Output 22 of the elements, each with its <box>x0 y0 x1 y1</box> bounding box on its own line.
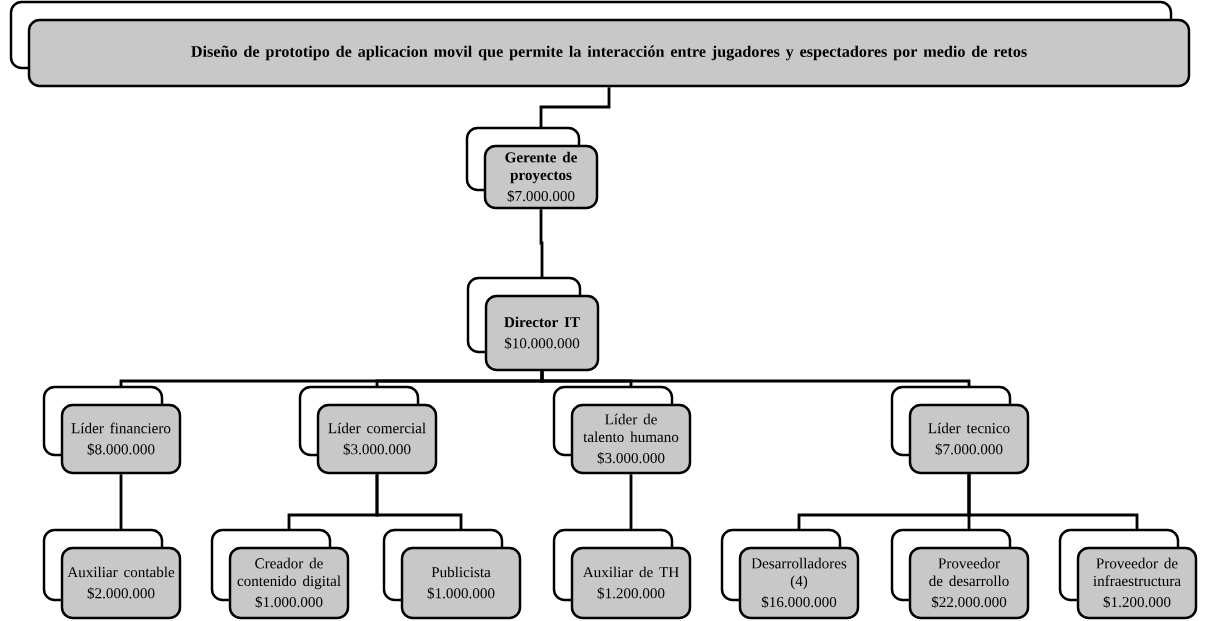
org-box: Desarrolladores (4) $16.000.000 <box>720 528 860 620</box>
connector-line <box>967 474 1139 530</box>
org-box: Líder tecnico $7.000.000 <box>890 385 1030 475</box>
org-box: Publicista $1.000.000 <box>382 528 522 620</box>
org-box: Auxiliar de TH $1.200.000 <box>552 528 692 620</box>
org-box: Líder comercial $3.000.000 <box>298 385 438 475</box>
org-box: Proveedor de desarrollo $22.000.000 <box>890 528 1030 620</box>
org-box: Proveedor de infraestructura $1.200.000 <box>1058 528 1198 620</box>
title-box: Diseño de prototipo de aplicacion movil que permite la interacción entre jugadores y espectadores por medio de retos <box>9 0 1191 88</box>
org-box: Líder financiero $8.000.000 <box>42 385 182 475</box>
org-box: Auxiliar contable $2.000.000 <box>42 528 182 620</box>
connector-line <box>539 87 611 128</box>
connector-line <box>119 474 123 530</box>
node-label: $7.000.000 <box>507 190 575 203</box>
connector-line <box>375 474 463 530</box>
connector-line <box>539 209 544 278</box>
connector-line <box>629 474 633 530</box>
org-box: Líder de talento humano $3.000.000 <box>552 385 692 475</box>
org-box: Creador de contenido digital $1.000.000 <box>210 528 350 620</box>
connector-line <box>540 371 971 387</box>
org-box: Director IT $10.000.000 <box>466 276 600 372</box>
org-box: Gerente de proyectos $7.000.000 <box>465 126 599 210</box>
